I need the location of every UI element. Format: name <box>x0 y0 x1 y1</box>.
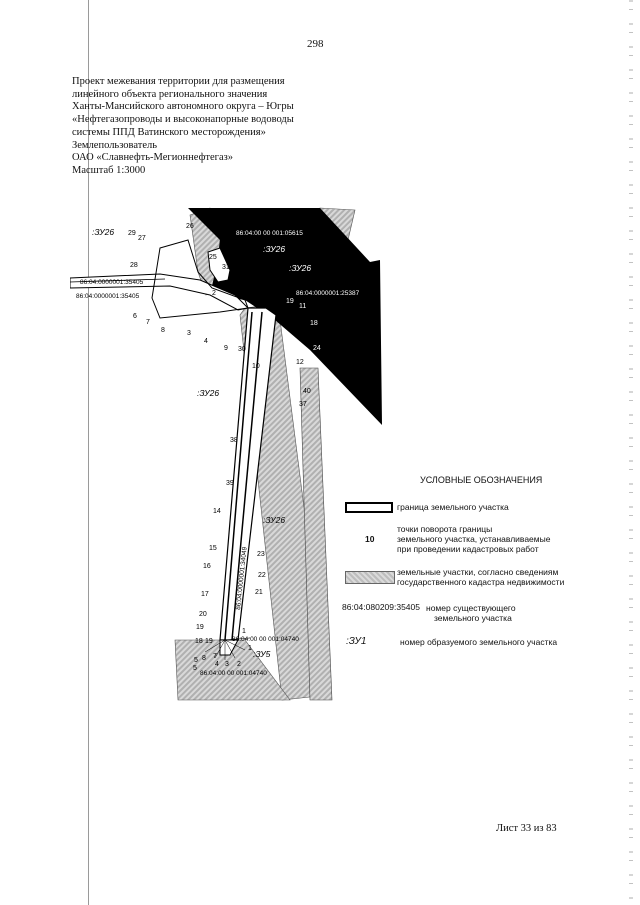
new-parcel-label: :ЗУ5 <box>253 649 271 659</box>
point-label: 7 <box>213 653 217 660</box>
point-label: 26 <box>186 223 194 230</box>
sheet-number: Лист 33 из 83 <box>496 823 557 834</box>
header-line: Землепользователь <box>72 139 158 151</box>
cadastral-map: 26 29 27 28 25 31 32 2 6 7 8 3 4 9 50 19… <box>70 200 400 705</box>
header-line: Масштаб 1:3000 <box>72 164 146 176</box>
point-label: 7 <box>146 319 150 326</box>
point-label: 29 <box>128 230 136 237</box>
point-label: 14 <box>213 508 221 515</box>
legend-text: граница земельного участка <box>397 502 509 512</box>
point-label: 4 <box>204 338 208 345</box>
legend-text: государственного кадастра недвижимости <box>397 577 565 587</box>
point-label: 38 <box>230 437 238 444</box>
header-line: Проект межевания территории для размещен… <box>72 76 285 87</box>
cadastral-number-label: 86:04:00 00 001:04740 <box>232 636 299 643</box>
point-label: 37 <box>299 401 307 408</box>
point-label: 5 <box>194 657 198 664</box>
point-label: 21 <box>255 589 263 596</box>
cadastral-number-label: 86:04:0000001:35405 <box>76 293 140 300</box>
cadastral-parcel-road <box>299 367 333 701</box>
point-label: 3 <box>225 661 229 668</box>
point-label: 1 <box>248 645 252 652</box>
point-label: 19 <box>205 638 213 645</box>
point-label: 8 <box>161 327 165 334</box>
point-label: 22 <box>258 572 266 579</box>
new-parcel-outline <box>151 239 249 319</box>
legend-text: номер существующего <box>426 603 516 613</box>
point-label: 1 <box>242 628 246 635</box>
legend-text: земельного участка, устанавливаемые <box>397 534 551 544</box>
new-parcel-label: :ЗУ26 <box>197 388 219 398</box>
point-label: 18 <box>310 320 318 327</box>
new-parcel-label: :ЗУ26 <box>289 263 311 273</box>
legend-text: номер образуемого земельного участка <box>400 637 558 647</box>
point-label: 30 <box>238 346 246 353</box>
point-label: 10 <box>252 363 260 370</box>
pipeline-line <box>231 311 263 641</box>
point-label: 20 <box>199 611 207 618</box>
cadastral-number-label: 86:04:0000001:35405 <box>80 279 144 286</box>
point-label: 17 <box>201 591 209 598</box>
point-label: 15 <box>209 545 217 552</box>
point-label: 23 <box>257 551 265 558</box>
pipeline-line <box>224 311 253 641</box>
point-label: 3 <box>187 330 191 337</box>
new-parcel-label: :ЗУ26 <box>92 227 114 237</box>
point-label: 50 <box>268 272 276 279</box>
point-label: 28 <box>130 262 138 269</box>
new-parcel-label: :ЗУ26 <box>263 515 285 525</box>
point-label: 39 <box>226 480 234 487</box>
legend-text: точки поворота границы <box>397 524 493 534</box>
turning-points-fan <box>204 637 251 660</box>
cadastral-number-label: 86:04:0000001:25387 <box>296 290 360 297</box>
point-label: 5 <box>193 665 197 672</box>
point-label: 27 <box>138 235 146 242</box>
cadastral-number-label: 86:04:00 00 001:04740 <box>200 670 267 677</box>
point-label: 8 <box>202 655 206 662</box>
point-label: 25 <box>209 254 217 261</box>
legend-text: земельного участка <box>434 613 512 623</box>
legend-title: УСЛОВНЫЕ ОБОЗНАЧЕНИЯ <box>420 475 543 485</box>
point-label: 31 <box>222 264 230 271</box>
header-line: «Нефтегазопроводы и высоконапорные водов… <box>72 114 294 126</box>
legend-new-sample: :ЗУ1 <box>346 636 367 647</box>
legend-text: при проведении кадастровых работ <box>397 544 539 554</box>
new-parcel-notch <box>207 247 231 283</box>
cadastral-parcel-black <box>188 208 382 425</box>
document-header: Проект межевания территории для размещен… <box>72 76 332 178</box>
binding-line <box>88 0 89 905</box>
point-label: 19 <box>286 298 294 305</box>
point-label: 2 <box>212 290 216 297</box>
legend-point-sample: 10 <box>365 534 375 544</box>
point-label: 4 <box>215 661 219 668</box>
point-label: 18 <box>195 638 203 645</box>
legend-existing-sample: 86:04:080209:35405 <box>342 602 420 612</box>
header-line: ОАО «Славнефть-Мегионнефтегаз» <box>72 152 234 164</box>
boundary-swatch <box>345 502 393 513</box>
cadastral-map-drawing: 26 29 27 28 25 31 32 2 6 7 8 3 4 9 50 19… <box>70 207 382 701</box>
point-label: 11 <box>299 303 306 310</box>
point-label: 2 <box>237 661 241 668</box>
scan-edge-noise <box>629 0 633 905</box>
point-label: 9 <box>224 345 228 352</box>
point-label: 16 <box>203 563 211 570</box>
point-label: 32 <box>241 266 249 273</box>
point-label: 24 <box>313 345 321 352</box>
new-parcel-label: :ЗУ26 <box>263 244 285 254</box>
new-parcel-strip <box>219 307 277 641</box>
header-line: линейного объекта регионального значения <box>72 88 268 100</box>
point-label: 12 <box>296 359 304 366</box>
header-line: Ханты-Мансийского автономного округа – Ю… <box>72 101 294 113</box>
cadastral-number-label: 86:04:00 00 001:05615 <box>236 230 303 237</box>
hatch-swatch <box>345 571 395 584</box>
pipeline-line <box>70 278 166 283</box>
point-label: 19 <box>196 624 204 631</box>
point-label: 6 <box>133 313 137 320</box>
point-label: 40 <box>303 388 311 395</box>
legend-text: земельные участки, согласно сведениям <box>397 567 559 577</box>
header-line: системы ППД Ватинского месторождения» <box>72 126 266 138</box>
page-number: 298 <box>307 38 324 50</box>
